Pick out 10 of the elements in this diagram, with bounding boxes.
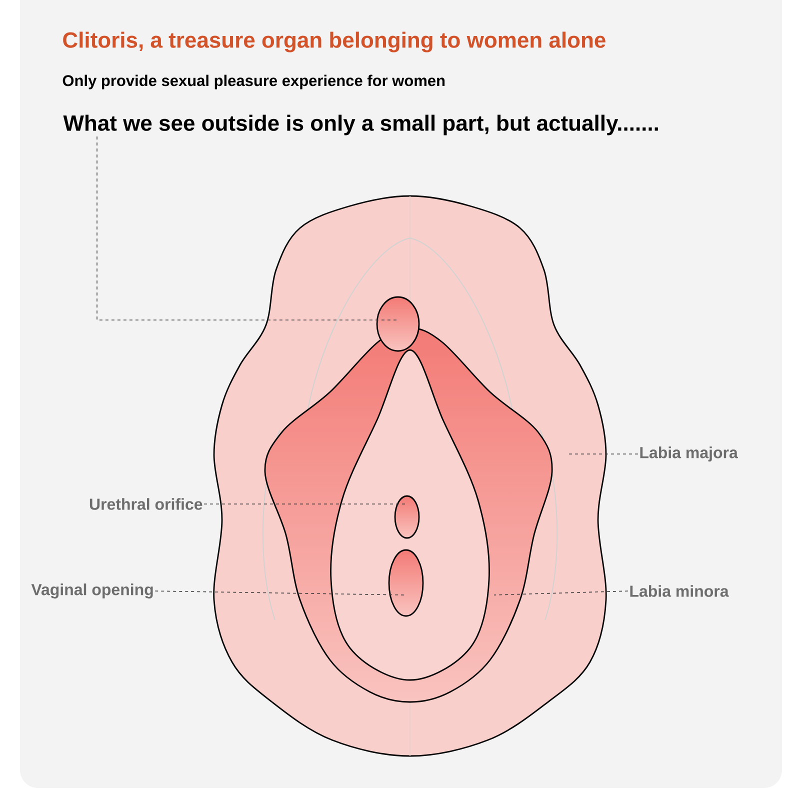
leader-line	[96, 136, 398, 320]
heading: What we see outside is only a small part, but actually.......	[63, 114, 658, 136]
part-label: Labia majora	[640, 446, 738, 462]
title: Clitoris, a treasure organ belonging to women alone	[63, 32, 606, 52]
part-label: Urethral orifice	[90, 498, 202, 510]
leader-line	[494, 590, 628, 596]
subtitle: Only provide sexual pleasure experience for women	[62, 74, 445, 90]
part-label: Labia minora	[630, 585, 729, 597]
leader-line	[154, 590, 406, 596]
part-label: Vaginal opening	[31, 584, 153, 598]
